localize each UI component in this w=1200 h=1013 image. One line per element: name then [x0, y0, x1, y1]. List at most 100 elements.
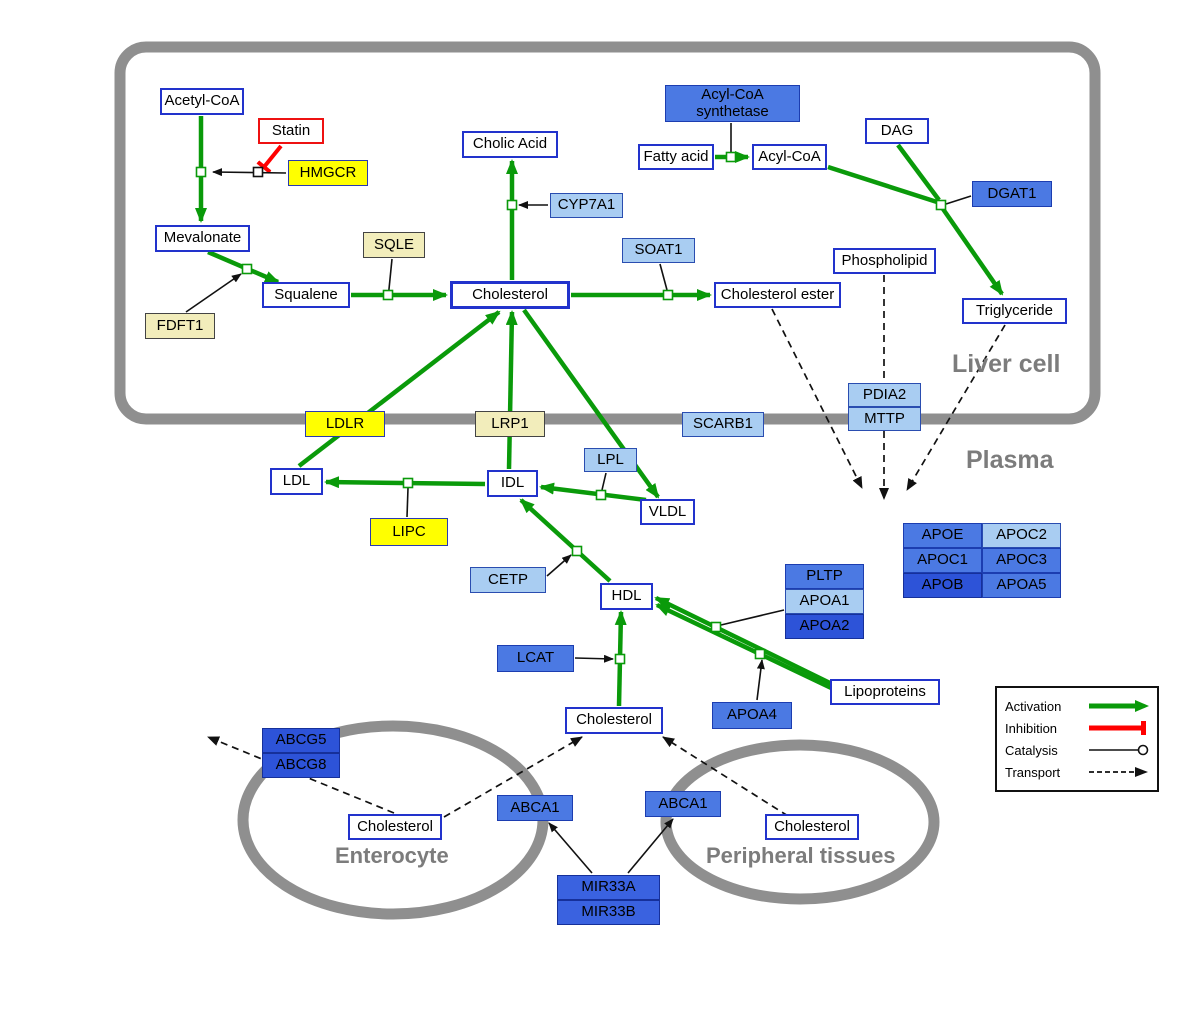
node-lrp1[interactable]: LRP1 — [475, 411, 545, 437]
catalysis-node — [506, 199, 518, 211]
node-mttp[interactable]: MTTP — [848, 407, 921, 431]
edge-hmgcr-catalysis — [212, 168, 287, 177]
liver-cell-label: Liver cell — [952, 350, 1061, 378]
node-soat1[interactable]: SOAT1 — [622, 238, 695, 263]
legend-inhibition-label: Inhibition — [1005, 720, 1058, 736]
catalysis-circle-icon — [1089, 744, 1149, 756]
edge-dgat1-catalysis — [945, 195, 972, 205]
catalysis-node — [662, 289, 674, 301]
node-mir33b[interactable]: MIR33B — [557, 900, 660, 925]
node-cholesterol-plasma[interactable]: Cholesterol — [565, 707, 663, 734]
node-apoa5[interactable]: APOA5 — [982, 573, 1061, 598]
node-abca1-peripheral[interactable]: ABCA1 — [645, 791, 721, 817]
edge-mir33-abca1-enterocyte — [548, 822, 593, 874]
edge-triglyceride-plasma — [906, 324, 1006, 491]
legend: Activation Inhibition Catalysis Transpor… — [995, 686, 1159, 792]
catalysis-node — [754, 648, 766, 660]
node-hdl[interactable]: HDL — [600, 583, 653, 610]
node-vldl[interactable]: VLDL — [640, 499, 695, 525]
node-dgat1[interactable]: DGAT1 — [972, 181, 1052, 207]
node-apoe[interactable]: APOE — [903, 523, 982, 548]
edge-apoa4-catalysis — [756, 659, 765, 701]
catalysis-node — [710, 621, 722, 633]
node-apoc2[interactable]: APOC2 — [982, 523, 1061, 548]
enterocyte-label: Enterocyte — [335, 843, 449, 868]
node-lipc[interactable]: LIPC — [370, 518, 448, 546]
node-lipoproteins[interactable]: Lipoproteins — [830, 679, 940, 705]
catalysis-node — [241, 263, 253, 275]
node-acyl-coa[interactable]: Acyl-CoA — [752, 144, 827, 170]
legend-catalysis-label: Catalysis — [1005, 742, 1058, 758]
node-hmgcr[interactable]: HMGCR — [288, 160, 368, 186]
node-apoa2[interactable]: APOA2 — [785, 614, 864, 639]
node-fatty-acid[interactable]: Fatty acid — [638, 144, 714, 170]
node-scarb1[interactable]: SCARB1 — [682, 412, 764, 437]
liver-cell-membrane — [114, 41, 1101, 425]
edge-dag-dgat-junction — [896, 143, 941, 202]
edge-statin-inhibition — [256, 144, 283, 174]
node-abcg5[interactable]: ABCG5 — [262, 728, 340, 753]
node-mevalonate[interactable]: Mevalonate — [155, 225, 250, 252]
plasma-label: Plasma — [966, 446, 1054, 474]
node-apoa4[interactable]: APOA4 — [712, 702, 792, 729]
edge-idl-cholesterol — [505, 310, 518, 470]
catalysis-node — [195, 166, 207, 178]
node-acyl-coa-synthetase[interactable]: Acyl-CoA synthetase — [665, 85, 800, 122]
catalysis-node — [252, 166, 264, 178]
transport-dashed-arrow-icon — [1089, 767, 1148, 777]
node-cholic-acid[interactable]: Cholic Acid — [462, 131, 558, 158]
legend-row-catalysis: Catalysis — [1005, 739, 1151, 761]
node-abca1-enterocyte[interactable]: ABCA1 — [497, 795, 573, 821]
node-apob[interactable]: APOB — [903, 573, 982, 598]
edge-cholesterol-enterocyte-plasma — [443, 736, 583, 818]
legend-activation-label: Activation — [1005, 698, 1062, 714]
node-pltp[interactable]: PLTP — [785, 564, 864, 589]
node-apoc1[interactable]: APOC1 — [903, 548, 982, 573]
node-lcat[interactable]: LCAT — [497, 645, 574, 672]
edge-lpl-catalysis — [601, 472, 607, 491]
node-dag[interactable]: DAG — [865, 118, 929, 144]
edge-fdft1-catalysis — [185, 273, 242, 313]
node-cholesterol-peripheral[interactable]: Cholesterol — [765, 814, 859, 840]
node-sqle[interactable]: SQLE — [363, 232, 425, 258]
node-cetp[interactable]: CETP — [470, 567, 546, 593]
node-idl[interactable]: IDL — [487, 470, 538, 497]
node-apoa1[interactable]: APOA1 — [785, 589, 864, 614]
edge-hdl-idl — [519, 498, 612, 583]
peripheral-tissues-label: Peripheral tissues — [706, 843, 896, 868]
edge-mir33-abca1-peripheral — [627, 818, 674, 874]
node-cholesterol-enterocyte[interactable]: Cholesterol — [348, 814, 442, 840]
node-abcg8[interactable]: ABCG8 — [262, 753, 340, 778]
node-cholesterol-liver[interactable]: Cholesterol — [450, 281, 570, 309]
edge-lcat-catalysis — [574, 654, 614, 663]
node-ldl[interactable]: LDL — [270, 468, 323, 495]
node-pdia2[interactable]: PDIA2 — [848, 383, 921, 407]
node-mir33a[interactable]: MIR33A — [557, 875, 660, 900]
node-squalene[interactable]: Squalene — [262, 282, 350, 308]
node-statin[interactable]: Statin — [258, 118, 324, 144]
node-ldlr[interactable]: LDLR — [305, 411, 385, 437]
catalysis-node — [935, 199, 947, 211]
node-lpl[interactable]: LPL — [584, 448, 637, 472]
node-cyp7a1[interactable]: CYP7A1 — [550, 193, 623, 218]
catalysis-node — [382, 289, 394, 301]
node-apoc3[interactable]: APOC3 — [982, 548, 1061, 573]
catalysis-node — [595, 489, 607, 501]
catalysis-node — [402, 477, 414, 489]
node-phospholipid[interactable]: Phospholipid — [833, 248, 936, 274]
node-cholesterol-ester[interactable]: Cholesterol ester — [714, 282, 841, 308]
catalysis-node — [725, 151, 737, 163]
edge-lipc-catalysis — [406, 487, 409, 518]
legend-row-inhibition: Inhibition — [1005, 717, 1151, 739]
node-fdft1[interactable]: FDFT1 — [145, 313, 215, 339]
node-acetyl-coa[interactable]: Acetyl-CoA — [160, 88, 244, 115]
catalysis-node — [571, 545, 583, 557]
edge-cholesterolester-plasma — [771, 308, 863, 489]
edge-junction-triglyceride — [941, 207, 1004, 296]
edge-lipoproteins-hdl-1 — [654, 595, 833, 687]
activation-arrow-icon — [1089, 700, 1149, 712]
node-triglyceride[interactable]: Triglyceride — [962, 298, 1067, 324]
catalysis-node — [614, 653, 626, 665]
